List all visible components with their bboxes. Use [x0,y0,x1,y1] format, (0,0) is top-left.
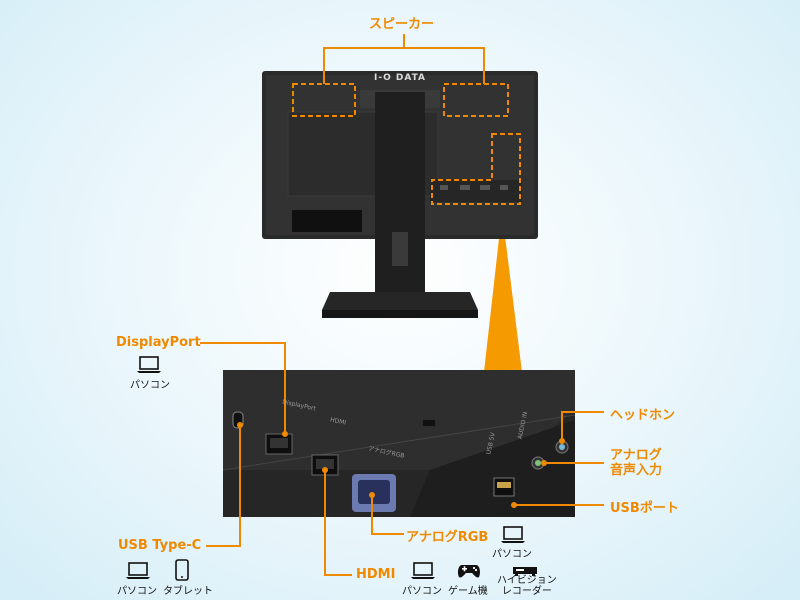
laptop-icon [126,562,150,579]
analog-audio-label: アナログ 音声入力 [610,448,662,478]
recorder-icon [513,567,537,576]
displayport-label: DisplayPort [116,335,201,350]
tablet-icon [175,559,189,581]
hdmi-label: HDMI [356,567,396,582]
rgb-pc-caption: パソコン [492,549,532,560]
dp-pc-caption: パソコン [130,380,170,391]
port-panel [222,370,576,517]
hdmi-pc-caption: パソコン [402,586,442,597]
analog-audio-line2: 音声入力 [610,463,663,478]
port-area-box [431,133,521,205]
usb-port-label: USBポート [610,501,679,516]
hdmi-recorder-caption: ハイビジョン レコーダー [497,575,557,597]
usbc-label: USB Type-C [118,538,202,553]
recorder-caption-line2: レコーダー [501,586,552,597]
recorder-caption-line1: ハイビジョン [497,575,557,586]
callout-lines [200,342,604,576]
hdmi-game-caption: ゲーム機 [448,586,488,597]
laptop-icon [501,526,525,543]
brand-logo: I-O DATA [374,73,427,83]
laptop-icon [411,562,435,579]
monitor-stand [322,92,478,318]
usbc-tablet-caption: タブレット [163,586,213,597]
analog-audio-line1: アナログ [610,448,662,463]
headphone-label: ヘッドホン [610,408,676,423]
usbc-pc-caption: パソコン [117,586,157,597]
speaker-label: スピーカー [369,17,435,32]
analog-rgb-label: アナログRGB [406,530,489,545]
speaker-left-box [292,83,356,117]
laptop-icon [137,356,161,373]
speaker-right-box [443,83,509,117]
zoom-funnel [484,212,522,372]
gamepad-icon [458,565,480,578]
